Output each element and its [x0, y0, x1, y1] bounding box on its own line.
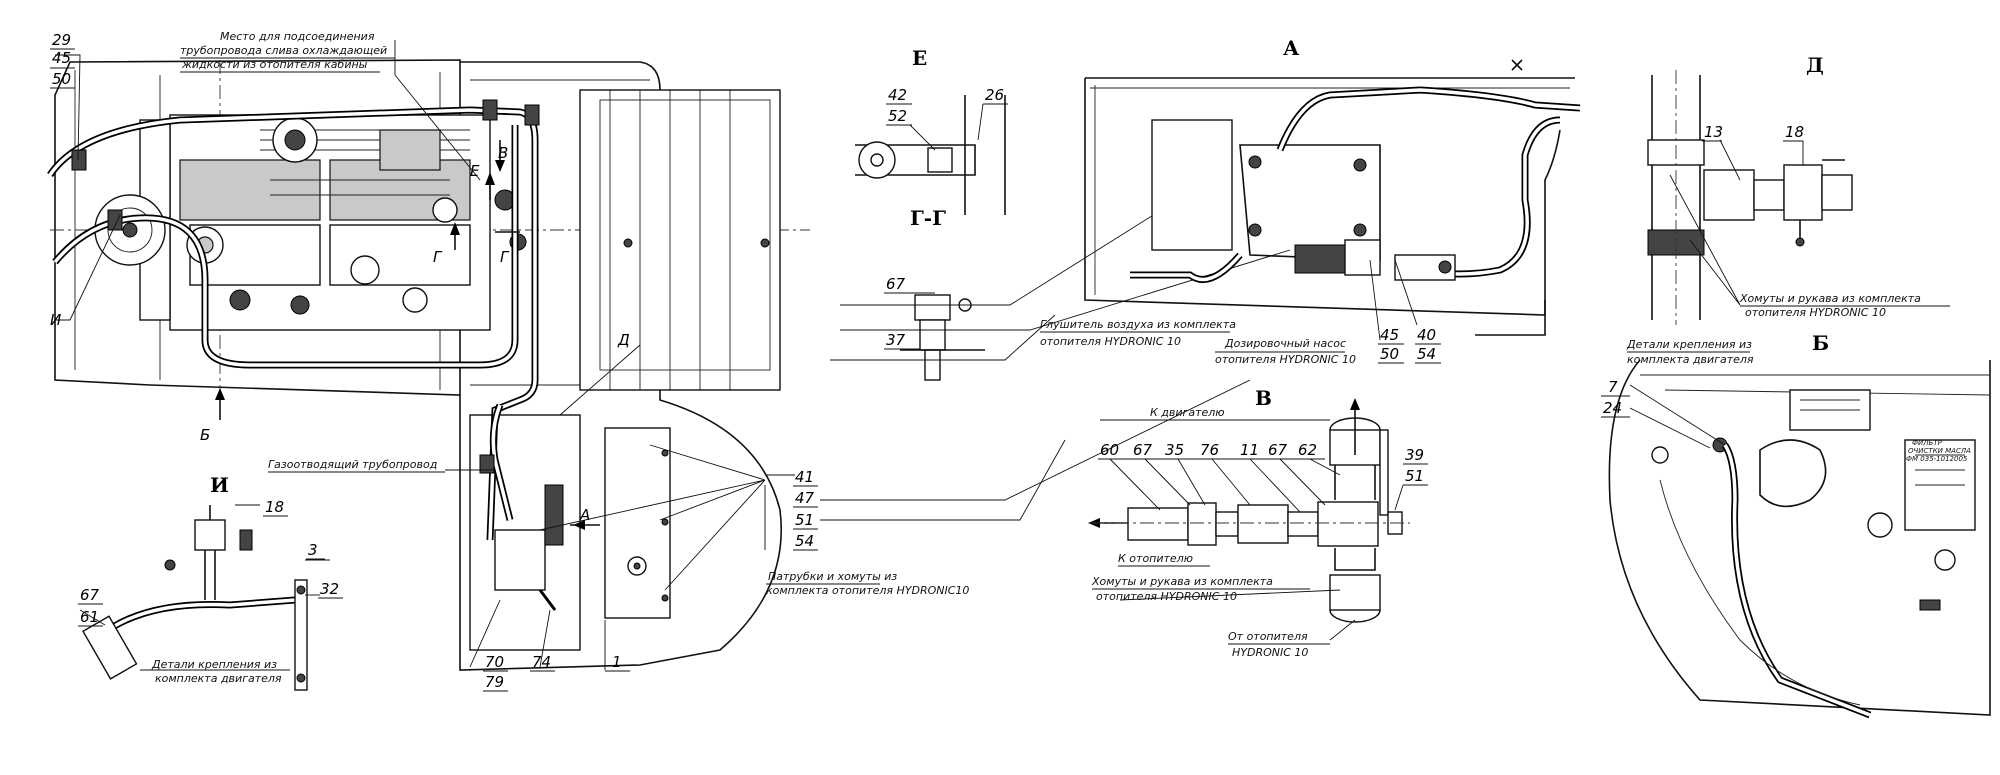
marker-b: Б [200, 426, 210, 444]
pos-67-v2: 67 [1268, 441, 1288, 459]
pos-1: 1 [612, 653, 622, 671]
view-d-detail [1647, 70, 1853, 325]
pos-24: 24 [1603, 399, 1622, 417]
pos-61: 61 [80, 608, 99, 626]
view-title-a: А [1283, 36, 1300, 60]
main-assembly-view [47, 59, 810, 671]
note-to-heater: К отопителю [1118, 552, 1193, 565]
pos-51: 51 [795, 511, 814, 529]
pos-13: 13 [1704, 123, 1723, 141]
note-fastening-b-2: комплекта двигателя [1627, 353, 1754, 366]
view-title-e: Е [912, 46, 927, 70]
pos-60: 60 [1100, 441, 1119, 459]
pos-74: 74 [532, 653, 551, 671]
pos-18-d: 18 [1785, 123, 1804, 141]
part-numbers: 29 45 50 42 52 26 67 37 45 50 40 54 13 1… [50, 31, 1804, 692]
note-clamps-v-1: Хомуты и рукава из комплекта [1091, 575, 1273, 588]
pos-50: 50 [1380, 345, 1399, 363]
pos-67-gg: 67 [886, 275, 906, 293]
note-from-heater-1: От отопителя [1228, 630, 1308, 643]
main-leaders [55, 40, 795, 670]
pos-62: 62 [1298, 441, 1317, 459]
pos-67-v: 67 [1133, 441, 1153, 459]
pos-37: 37 [886, 331, 906, 349]
view-title-g: Г-Г [910, 206, 946, 230]
pos-79: 79 [485, 673, 504, 691]
pos-11: 11 [1240, 441, 1259, 459]
pos-32: 32 [320, 580, 339, 598]
note-coolant-drain-3: жидкости из отопителя кабины [181, 58, 368, 71]
note-air-silencer-1: Глушитель воздуха из комплекта [1040, 318, 1236, 331]
marker-e: Е [470, 162, 480, 180]
marker-v: В [498, 144, 508, 162]
view-b-detail [1608, 359, 1991, 719]
note-fastening-i-1: Детали крепления из [151, 658, 277, 671]
marker-i: И [50, 311, 61, 329]
pos-26: 26 [985, 86, 1004, 104]
note-clamps-d-1: Хомуты и рукава из комплекта [1739, 292, 1921, 305]
marker-g: Г [433, 248, 443, 266]
filter-label-3: ФМ 035-1012005 [1906, 455, 1968, 463]
view-title-v: В [1255, 386, 1272, 410]
note-exhaust-pipe: Газоотводящий трубопровод [268, 458, 437, 471]
view-title-b: Б [1812, 331, 1829, 355]
pos-35: 35 [1165, 441, 1184, 459]
pos-70: 70 [485, 653, 504, 671]
pos-76: 76 [1200, 441, 1219, 459]
note-fastening-i-2: комплекта двигателя [155, 672, 282, 685]
pos-42: 42 [888, 86, 907, 104]
pos-45a: 45 [52, 49, 71, 67]
pos-7: 7 [1608, 378, 1618, 396]
note-coolant-drain-2: трубопровода слива охлаждающей [180, 44, 387, 57]
pos-54b: 54 [795, 532, 814, 550]
note-clamps-d-2: отопителя HYDRONIC 10 [1745, 306, 1886, 319]
note-clamps-v-2: отопителя HYDRONIC 10 [1096, 590, 1237, 603]
view-title-d: Д [1806, 53, 1824, 77]
note-pipes-clamps-1: Патрубки и хомуты из [768, 570, 897, 583]
marker-g2: Г [500, 248, 510, 266]
pos-41: 41 [795, 468, 814, 486]
engine-block [94, 114, 527, 331]
pos-51-v: 51 [1405, 467, 1424, 485]
pos-29: 29 [52, 31, 71, 49]
labels: Е А Д Г-Г В Б И Б В Е Г Г А Д И Место дл… [50, 30, 1971, 685]
note-dosing-pump-2: отопителя HYDRONIC 10 [1215, 353, 1356, 366]
pos-45: 45 [1380, 326, 1399, 344]
pos-39: 39 [1405, 446, 1424, 464]
view-a-detail [1084, 59, 1581, 341]
filter-label-1: ФИЛЬТР [1912, 439, 1943, 447]
view-g-g-detail [900, 294, 985, 381]
pos-18-i: 18 [265, 498, 284, 516]
pos-52: 52 [888, 107, 907, 125]
note-dosing-pump-1: Дозировочный насос [1224, 337, 1346, 350]
marker-d: Д [617, 331, 630, 349]
pos-54: 54 [1417, 345, 1436, 363]
note-coolant-drain-1: Место для подсоединения [220, 30, 375, 43]
view-e-detail [855, 95, 1006, 215]
pos-40: 40 [1417, 326, 1436, 344]
note-fastening-b-1: Детали крепления из [1626, 338, 1752, 351]
pos-47: 47 [795, 489, 815, 507]
pos-3: 3 [308, 541, 318, 559]
pos-50a: 50 [52, 70, 71, 88]
note-pipes-clamps-2: комплекта отопителя HYDRONIC10 [766, 584, 969, 597]
filter-label-2: ОЧИСТКИ МАСЛА [1908, 447, 1971, 455]
view-v-detail [1088, 398, 1410, 641]
view-title-i: И [210, 473, 229, 497]
view-i-detail [79, 504, 330, 691]
note-to-engine: К двигателю [1150, 406, 1225, 419]
marker-a: А [579, 506, 590, 524]
pos-67-i: 67 [80, 586, 100, 604]
note-from-heater-2: HYDRONIC 10 [1232, 646, 1308, 659]
note-air-silencer-2: отопителя HYDRONIC 10 [1040, 335, 1181, 348]
